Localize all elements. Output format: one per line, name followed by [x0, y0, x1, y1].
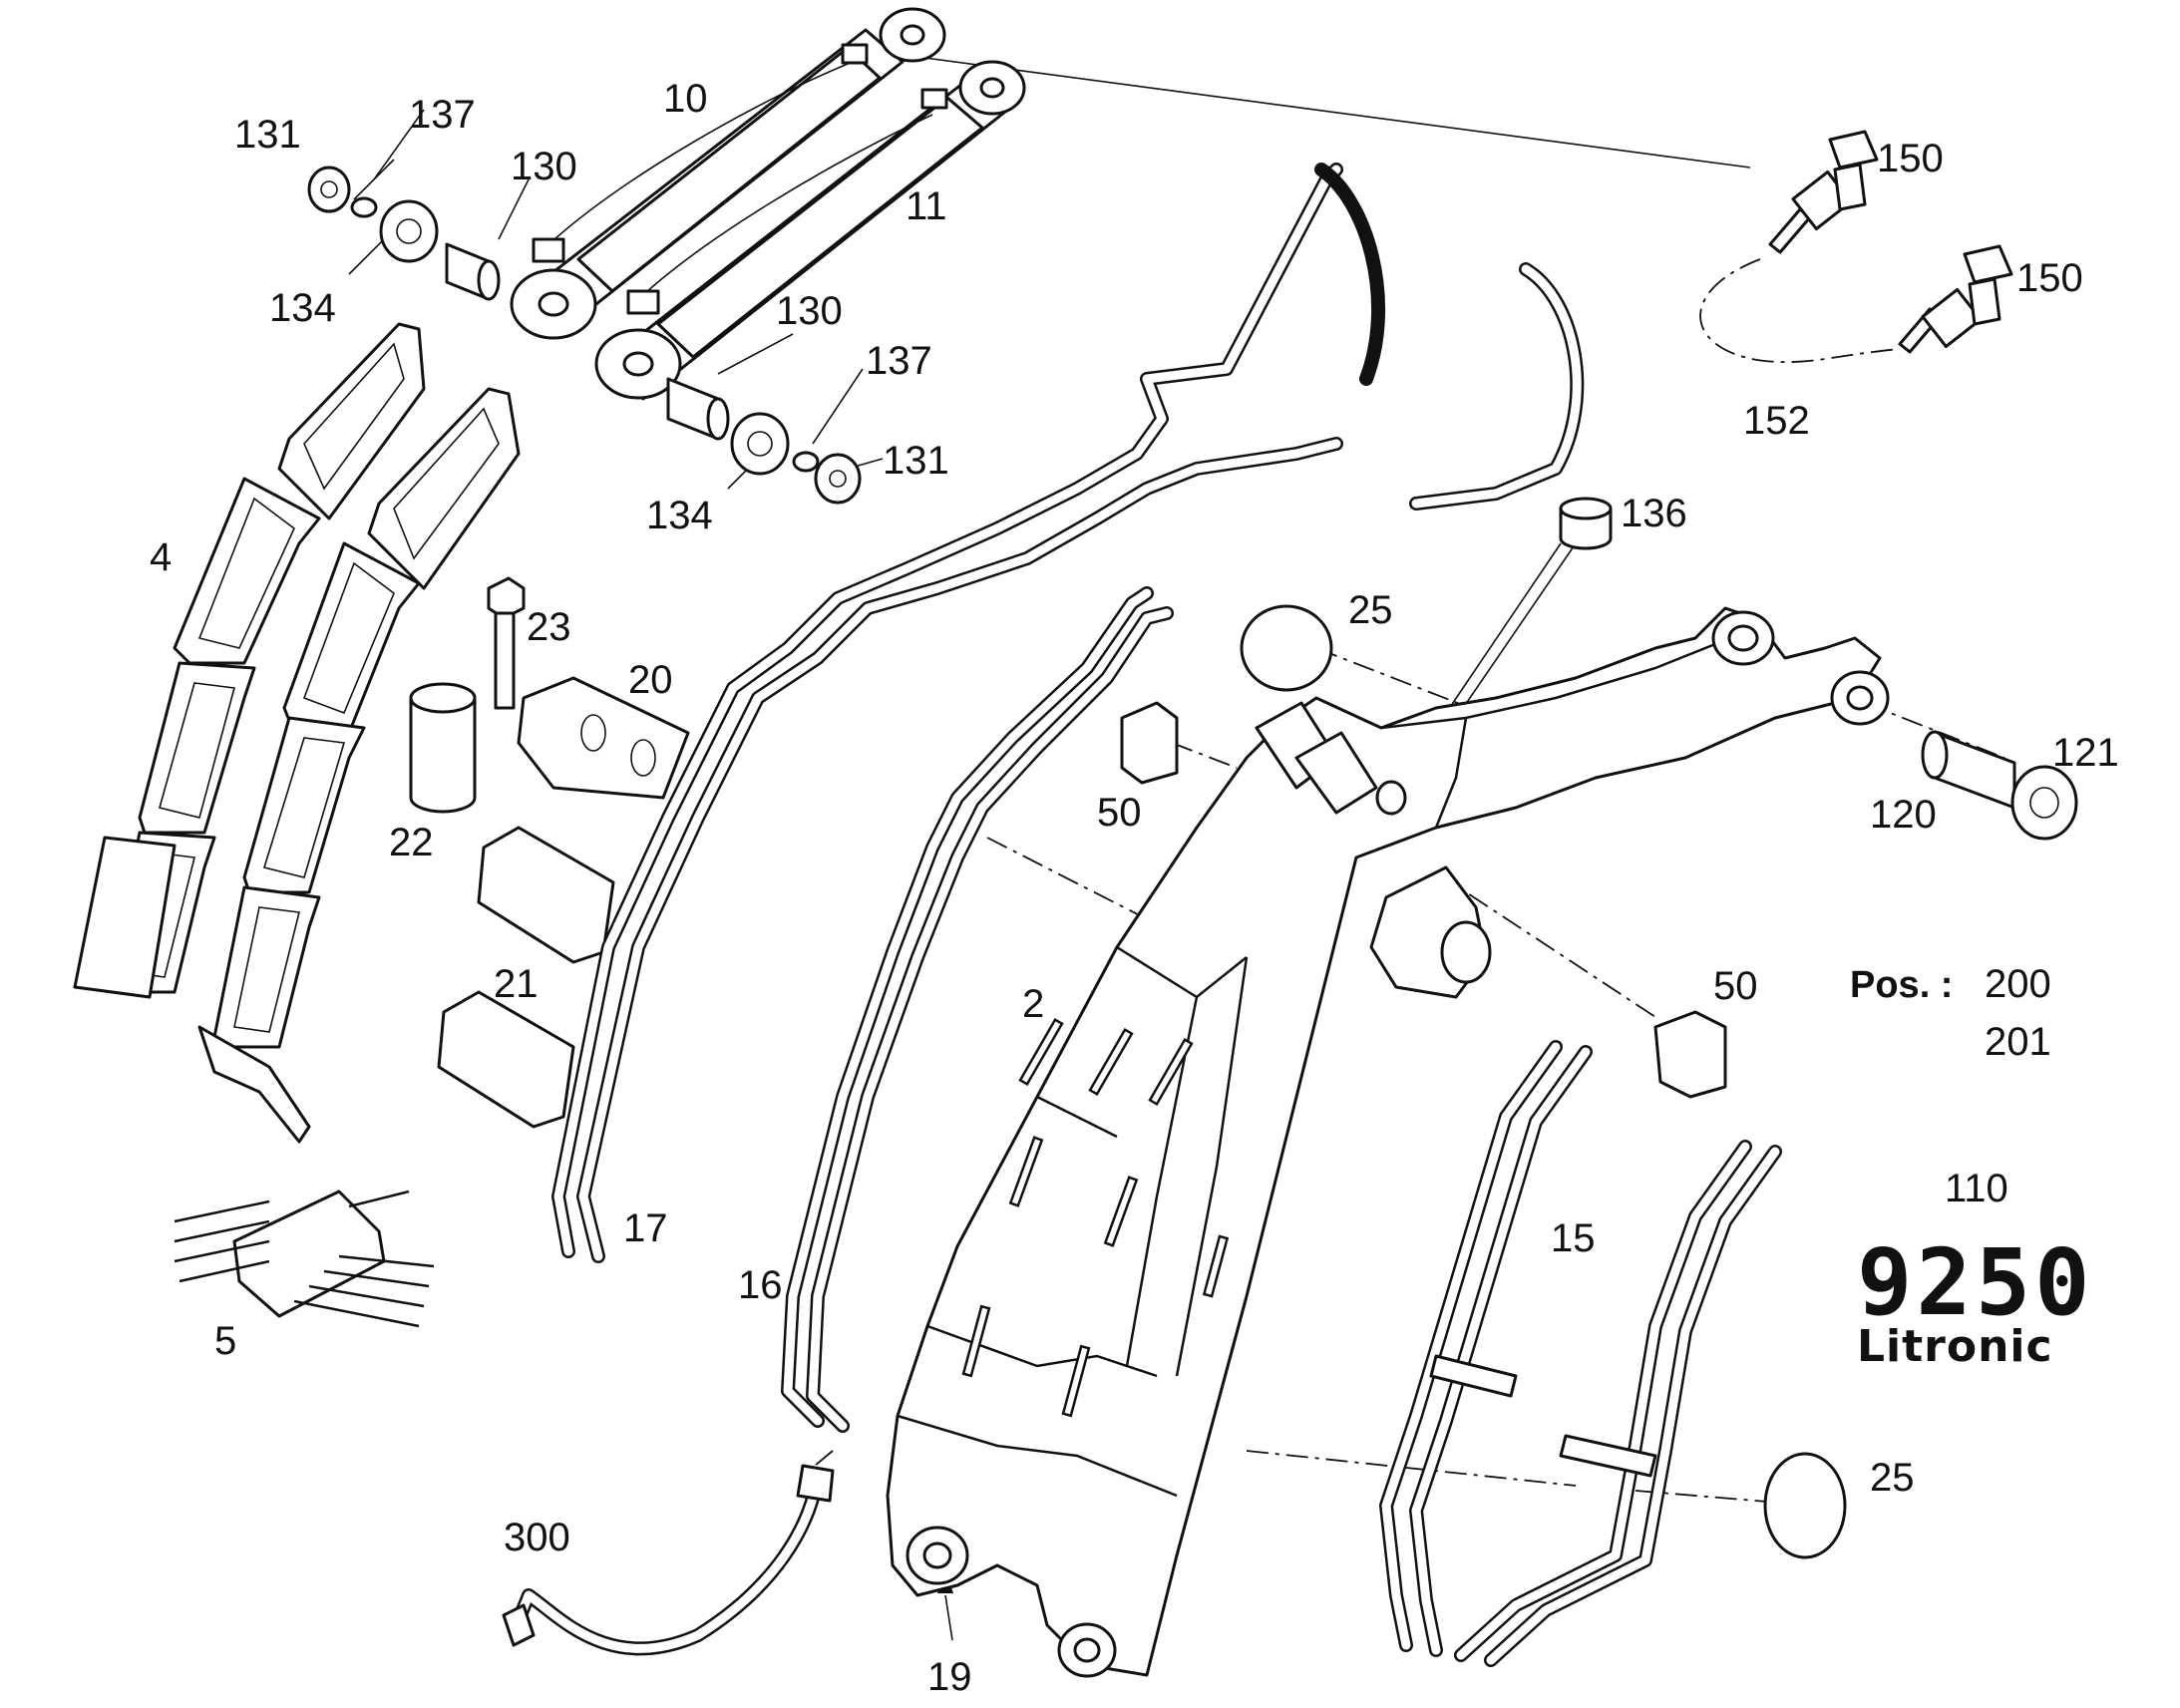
label-120: 120	[1870, 793, 1937, 837]
position-info: Pos. : 200 201	[1850, 962, 2051, 1064]
label-4: 4	[150, 535, 172, 579]
label-19: 19	[927, 1655, 972, 1699]
bracket-50-lower	[1653, 1010, 1727, 1099]
label-152: 152	[1743, 399, 1810, 443]
part-labels: 131 137 10 130 11 134 130 137 131 134 15…	[150, 77, 2119, 1699]
boom-slots	[961, 1017, 1230, 1418]
cap-136	[1559, 497, 1613, 550]
label-11: 11	[906, 184, 947, 228]
valve-block-5	[174, 1190, 435, 1328]
label-131: 131	[883, 439, 949, 483]
cylinder-10	[510, 7, 946, 340]
label-2: 2	[1022, 982, 1044, 1026]
label-137: 137	[866, 339, 932, 383]
label-22: 22	[389, 821, 434, 864]
label-131: 131	[234, 113, 301, 157]
label-5: 5	[214, 1319, 236, 1363]
pin-set-upper	[307, 166, 501, 301]
plate-21b	[437, 990, 575, 1129]
label-10: 10	[663, 77, 708, 121]
plate-20	[517, 676, 690, 800]
cover-25-upper	[1240, 604, 1333, 692]
hose-line-16	[781, 586, 1174, 1433]
label-150: 150	[2016, 256, 2083, 300]
label-300: 300	[504, 1516, 570, 1559]
position-label: Pos. :	[1850, 964, 1953, 1006]
hose-line-17	[551, 163, 1585, 1263]
bracket-50-upper	[1120, 701, 1179, 785]
main-boom-2	[886, 606, 1890, 1678]
bushing-22	[409, 682, 477, 814]
label-17: 17	[623, 1206, 668, 1250]
position-value-201: 201	[1985, 1020, 2051, 1064]
label-121: 121	[2052, 731, 2119, 775]
cover-25-lower	[1763, 1452, 1847, 1559]
pin-set-lower	[666, 377, 862, 505]
label-134: 134	[269, 286, 336, 330]
label-136: 136	[1621, 492, 1687, 535]
label-25: 25	[1870, 1456, 1915, 1500]
hose-300	[502, 1464, 835, 1656]
bolt-23	[487, 576, 526, 710]
label-137: 137	[409, 93, 476, 137]
plate-21a	[477, 826, 615, 964]
label-23: 23	[527, 605, 571, 649]
bushing-121	[2010, 765, 2078, 841]
label-20: 20	[628, 658, 673, 702]
label-130: 130	[776, 289, 843, 333]
logo: 9250 Litronic	[1857, 1229, 2094, 1372]
cylinder-11	[594, 60, 1026, 401]
label-150: 150	[1877, 137, 1944, 180]
label-25: 25	[1348, 588, 1393, 632]
label-16: 16	[738, 1263, 783, 1307]
guard-grilles	[73, 322, 521, 1144]
fitting-150-152	[1699, 130, 2013, 364]
label-15: 15	[1551, 1216, 1596, 1260]
label-50: 50	[1097, 791, 1142, 835]
logo-model: 9250	[1857, 1229, 2094, 1336]
label-50: 50	[1713, 964, 1758, 1008]
label-110: 110	[1945, 1167, 2008, 1210]
label-21: 21	[494, 962, 539, 1006]
label-134: 134	[646, 494, 713, 537]
hose-line-15	[1379, 1040, 1782, 1667]
position-value-200: 200	[1985, 962, 2051, 1006]
label-130: 130	[511, 145, 577, 188]
logo-brand: Litronic	[1857, 1321, 2053, 1372]
